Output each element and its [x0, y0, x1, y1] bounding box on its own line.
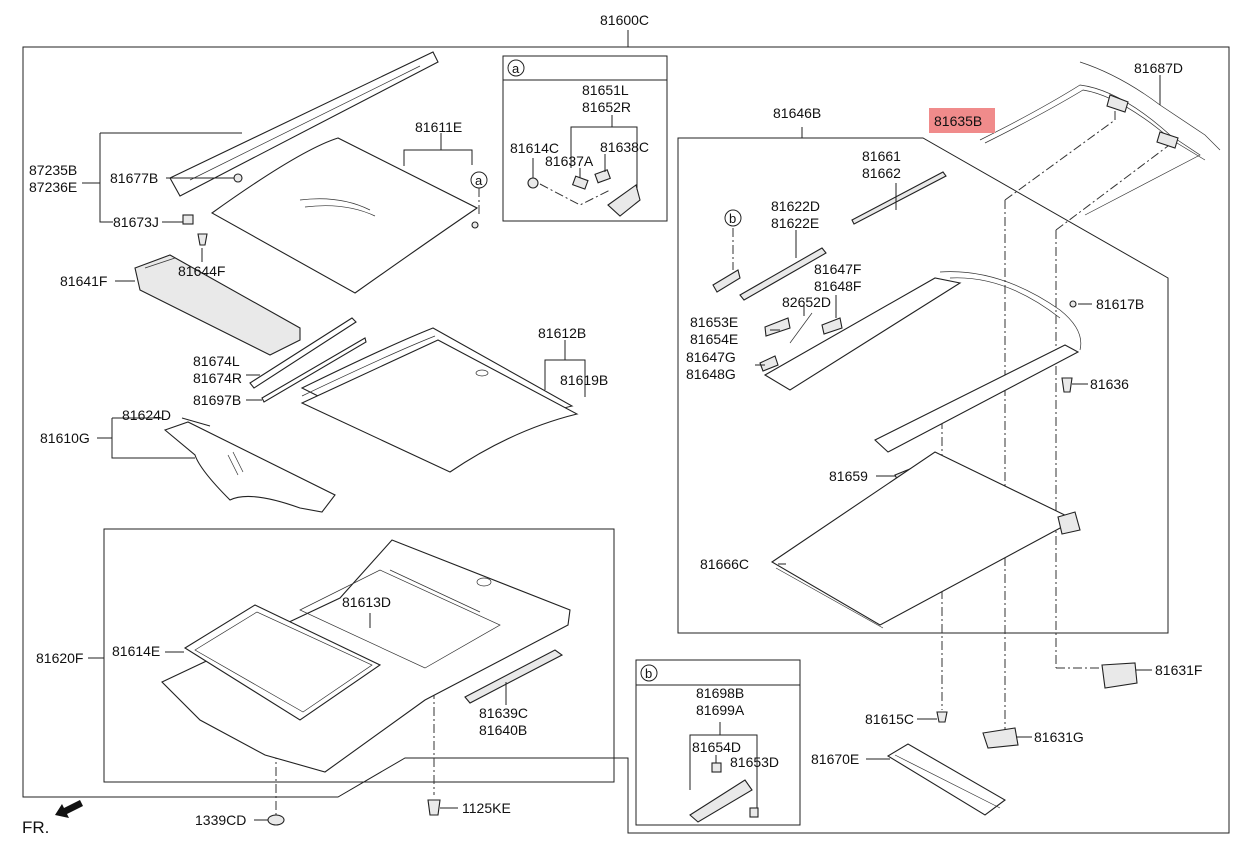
label-81635b[interactable]: 81635B — [934, 113, 982, 129]
label-81640b[interactable]: 81640B — [479, 722, 527, 738]
label-81639c[interactable]: 81639C — [479, 705, 528, 721]
label-81631g[interactable]: 81631G — [1034, 729, 1084, 745]
label-81611e[interactable]: 81611E — [415, 119, 462, 135]
callout-badges: a a b b — [470, 59, 742, 682]
label-81647g[interactable]: 81647G — [686, 349, 736, 365]
label-81612b[interactable]: 81612B — [538, 325, 586, 341]
label-81651l[interactable]: 81651L — [582, 82, 629, 98]
clip-81673j — [182, 214, 194, 225]
label-81662[interactable]: 81662 — [862, 165, 901, 181]
weatherstrip-81697b — [261, 337, 367, 403]
direction-label: FR. — [22, 818, 49, 837]
callout-b-ref[interactable]: b — [729, 211, 736, 226]
label-81677b[interactable]: 81677B — [110, 170, 158, 186]
rail-81622d — [739, 247, 827, 301]
label-81666c[interactable]: 81666C — [700, 556, 749, 572]
label-81687d[interactable]: 81687D — [1134, 60, 1183, 76]
part-labels: 81600C 87235B 87236E 81677B 81673J 81644… — [29, 12, 1202, 828]
label-81652r[interactable]: 81652R — [582, 99, 631, 115]
label-81670e[interactable]: 81670E — [811, 751, 859, 767]
label-81647f[interactable]: 81647F — [814, 261, 861, 277]
label-81615c[interactable]: 81615C — [865, 711, 914, 727]
sunshade-81666c — [770, 451, 1077, 626]
label-81613d[interactable]: 81613D — [342, 594, 391, 610]
trim-81670e — [886, 743, 1006, 816]
label-81610g[interactable]: 81610G — [40, 430, 90, 446]
label-81653d[interactable]: 81653D — [730, 754, 779, 770]
label-87236e[interactable]: 87236E — [29, 179, 77, 195]
callout-a-inset[interactable]: a — [512, 61, 520, 76]
label-81698b[interactable]: 81698B — [696, 685, 744, 701]
label-81654e[interactable]: 81654E — [690, 331, 738, 347]
label-81638c[interactable]: 81638C — [600, 139, 649, 155]
label-81614e[interactable]: 81614E — [112, 643, 160, 659]
callout-a-circle — [507, 59, 525, 77]
label-81620f[interactable]: 81620F — [36, 650, 83, 666]
label-87235b[interactable]: 87235B — [29, 162, 77, 178]
label-1125ke[interactable]: 1125KE — [462, 800, 511, 816]
label-81648g[interactable]: 81648G — [686, 366, 736, 382]
label-81673j[interactable]: 81673J — [113, 214, 159, 230]
roof-frame-81620f — [161, 539, 571, 773]
label-81674l[interactable]: 81674L — [193, 353, 240, 369]
label-81659[interactable]: 81659 — [829, 468, 868, 484]
callout-a-circle-ref — [470, 171, 488, 189]
label-81636[interactable]: 81636 — [1090, 376, 1129, 392]
label-81624d[interactable]: 81624D — [122, 407, 171, 423]
label-1339cd[interactable]: 1339CD — [195, 812, 246, 828]
label-81653e[interactable]: 81653E — [690, 314, 738, 330]
motor-81631g — [982, 727, 1019, 749]
part-drawings — [134, 51, 1221, 826]
callout-a-ref[interactable]: a — [475, 173, 483, 188]
callout-b-circle-ref — [724, 209, 742, 227]
front-direction-indicator: FR. — [22, 800, 83, 837]
rear-glass-81610g — [163, 421, 336, 513]
label-81600c[interactable]: 81600C — [600, 12, 649, 28]
label-81699a[interactable]: 81699A — [696, 702, 745, 718]
label-81654d[interactable]: 81654D — [692, 739, 741, 755]
label-81622d[interactable]: 81622D — [771, 198, 820, 214]
label-81674r[interactable]: 81674R — [193, 370, 242, 386]
guide-rail-left — [763, 277, 962, 391]
weatherstrip-81674 — [249, 317, 357, 389]
motor-81631f — [1101, 662, 1138, 689]
label-81614c[interactable]: 81614C — [510, 140, 559, 156]
guide-rail-right — [874, 344, 1080, 453]
label-81644f[interactable]: 81644F — [178, 263, 225, 279]
label-81648f[interactable]: 81648F — [814, 278, 861, 294]
label-81697b[interactable]: 81697B — [193, 392, 241, 408]
label-81617b[interactable]: 81617B — [1096, 296, 1144, 312]
roof-rail-strip — [169, 51, 439, 197]
label-82652d[interactable]: 82652D — [782, 294, 831, 310]
deflector-81641f — [134, 254, 301, 356]
front-glass-81611e — [210, 137, 479, 294]
callout-b-inset[interactable]: b — [645, 666, 652, 681]
leader-lines — [82, 75, 1161, 821]
callout-b-circle — [640, 664, 658, 682]
clip-81677b — [233, 173, 243, 183]
front-opening-seal — [183, 604, 382, 721]
label-81631f[interactable]: 81631F — [1155, 662, 1202, 678]
label-81637a[interactable]: 81637A — [545, 153, 594, 169]
label-81619b[interactable]: 81619B — [560, 372, 608, 388]
label-81622e[interactable]: 81622E — [771, 215, 819, 231]
rail-81661 — [851, 171, 947, 225]
clip-81644f — [197, 233, 208, 246]
label-81641f[interactable]: 81641F — [60, 273, 107, 289]
front-arrow-icon — [55, 800, 83, 818]
highlight-box — [929, 108, 995, 133]
frame-lines — [22, 30, 1230, 834]
bracket-81639c — [464, 649, 564, 704]
label-81661[interactable]: 81661 — [862, 148, 901, 164]
label-81646b[interactable]: 81646B — [773, 105, 821, 121]
